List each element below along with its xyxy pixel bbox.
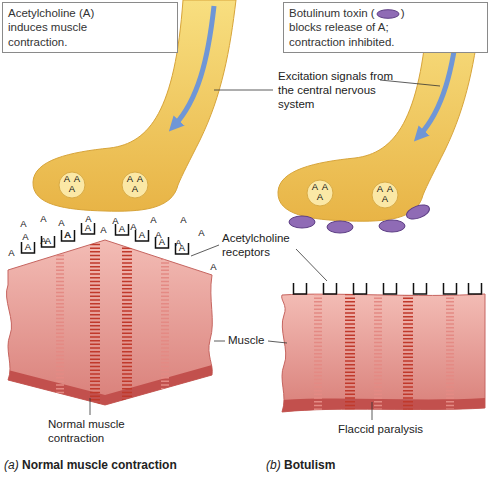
panel-caption: Botulism	[284, 458, 335, 472]
acetylcholine-letter: A	[73, 174, 81, 184]
box-text: Botulinum toxin (	[289, 7, 375, 19]
toxin-icon	[376, 9, 400, 19]
panel-letter: (a)	[4, 458, 19, 472]
acetylcholine-letter: A	[24, 242, 32, 252]
state-label: Normal muscle contraction	[48, 418, 136, 446]
acetylcholine-letter: A	[138, 230, 146, 240]
acetylcholine-letter: A	[100, 225, 108, 235]
acetylcholine-letter: A	[118, 224, 126, 234]
text-box: Acetylcholine (A) induces muscle contrac…	[2, 2, 178, 53]
acetylcholine-letter: A	[58, 218, 66, 228]
toxin-molecules	[289, 202, 431, 233]
acetylcholine-letter: A	[376, 184, 384, 194]
panel-letter: (b)	[266, 458, 281, 472]
panel-caption: Normal muscle contraction	[22, 458, 177, 472]
muscle-left	[6, 240, 212, 410]
acetylcholine-letter: A	[150, 215, 158, 225]
signal-label: Excitation signals from the central nerv…	[278, 70, 396, 111]
acetylcholine-letter: A	[321, 182, 329, 192]
acetylcholine-letter: A	[131, 184, 139, 194]
acetylcholine-letter: A	[180, 215, 188, 225]
acetylcholine-letter: A	[198, 228, 206, 238]
state-label: Flaccid paralysis	[338, 423, 423, 437]
acetylcholine-letter: A	[8, 248, 16, 258]
acetylcholine-letter: A	[64, 230, 72, 240]
acetylcholine-letter: A	[68, 184, 76, 194]
part-label: Muscle	[228, 334, 264, 348]
acetylcholine-letter: A	[316, 192, 324, 202]
acetylcholine-letter: A	[311, 182, 319, 192]
receptor-cups	[22, 223, 482, 294]
acetylcholine-letter: A	[210, 262, 218, 272]
acetylcholine-letter: A	[158, 237, 166, 247]
acetylcholine-letter: A	[386, 184, 394, 194]
acetylcholine-letter: A	[136, 174, 144, 184]
acetylcholine-letter: A	[381, 194, 389, 204]
acetylcholine-letter: A	[63, 174, 71, 184]
muscle-right	[282, 290, 485, 415]
acetylcholine-letter: A	[178, 243, 186, 253]
acetylcholine-letter: A	[112, 216, 120, 226]
leader-lines	[90, 80, 440, 420]
acetylcholine-letter: A	[44, 236, 52, 246]
acetylcholine-letter: A	[126, 174, 134, 184]
acetylcholine-letter: A	[20, 219, 28, 229]
acetylcholine-letter: A	[84, 223, 92, 233]
part-label: Acetylcholine receptors	[222, 232, 302, 260]
text-box: Botulinum toxin () blocks release of A; …	[283, 2, 488, 53]
acetylcholine-letter: A	[40, 214, 48, 224]
acetylcholine-letter: A	[130, 222, 138, 232]
acetylcholine-letter: A	[22, 232, 30, 242]
box-text: Acetylcholine (A) induces muscle contrac…	[8, 7, 94, 48]
